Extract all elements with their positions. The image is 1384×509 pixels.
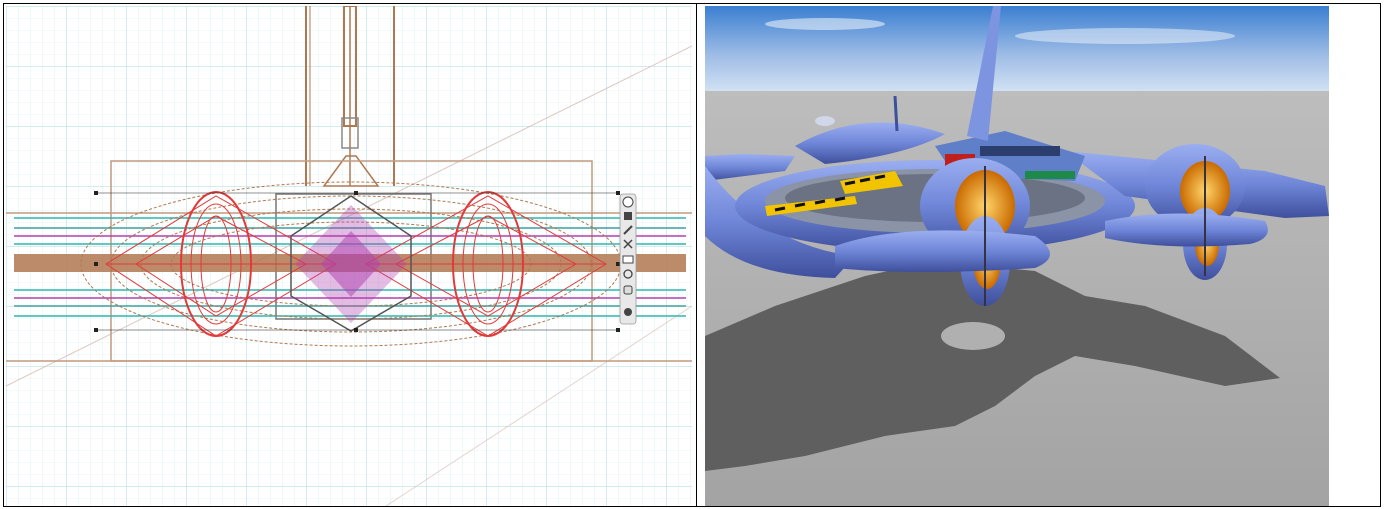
light-icon[interactable] xyxy=(624,308,632,316)
wireframe-canvas xyxy=(6,6,692,506)
viewport-toolbar xyxy=(619,193,637,325)
craft-shadow xyxy=(705,261,1280,471)
mast-wireframe xyxy=(305,6,395,187)
render-viewport xyxy=(705,6,1329,506)
stop-icon[interactable] xyxy=(624,212,632,220)
scale-icon[interactable] xyxy=(623,225,633,235)
camera-icon[interactable] xyxy=(622,255,634,264)
zoom-icon[interactable] xyxy=(623,269,633,279)
engine-pod-right xyxy=(364,191,607,337)
tail-fin xyxy=(967,6,1001,141)
table-divider xyxy=(696,3,697,507)
fuselage xyxy=(795,122,945,164)
engine-nacelle-right xyxy=(1105,144,1268,280)
hand-icon[interactable] xyxy=(623,285,633,295)
wireframe-viewport[interactable] xyxy=(6,6,692,506)
core-assembly xyxy=(290,195,412,332)
render-canvas xyxy=(705,6,1329,506)
left-wing xyxy=(705,154,795,181)
engine-nacelle-left xyxy=(835,158,1050,306)
rotate-icon[interactable] xyxy=(623,239,633,249)
move-icon[interactable] xyxy=(622,196,634,208)
layout-table xyxy=(3,3,1381,507)
